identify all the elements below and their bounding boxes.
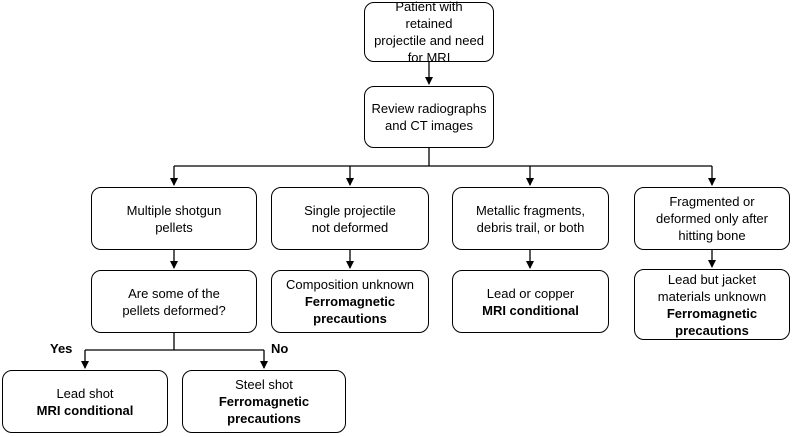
no-label: No bbox=[271, 341, 289, 356]
composition-unknown-node: Composition unknown Ferromagnetic precau… bbox=[271, 270, 429, 333]
fragments-line1: Metallic fragments, bbox=[475, 202, 586, 218]
deformed-line3: hitting bone bbox=[678, 228, 746, 243]
root-line3: for MRI bbox=[407, 50, 451, 65]
single-line1: Single projectile bbox=[304, 202, 396, 218]
question-line2: pellets deformed? bbox=[122, 302, 226, 318]
root-line1: Patient with retained bbox=[395, 0, 463, 31]
steel-shot-line1: Steel shot bbox=[235, 377, 293, 392]
lead-or-copper-node: Lead or copper MRI conditional bbox=[452, 270, 609, 333]
steel-shot-line3: precautions bbox=[227, 411, 301, 426]
pellets-deformed-question-node: Are some of the pellets deformed? bbox=[91, 270, 257, 333]
composition-line3: precautions bbox=[313, 311, 387, 326]
root-line2: projectile and need bbox=[374, 33, 484, 48]
lead-copper-line1: Lead or copper bbox=[486, 285, 575, 301]
steel-shot-node: Steel shot Ferromagnetic precautions bbox=[182, 370, 346, 433]
question-line1: Are some of the bbox=[128, 285, 220, 301]
lead-jacket-line1: Lead but jacket bbox=[667, 271, 757, 287]
review-line2: and CT images bbox=[385, 118, 473, 133]
lead-jacket-line2: materials unknown bbox=[657, 288, 767, 304]
shotgun-line2: pellets bbox=[155, 219, 193, 235]
deformed-line1: Fragmented or bbox=[669, 194, 755, 209]
composition-line1: Composition unknown bbox=[286, 277, 414, 292]
composition-line2: Ferromagnetic bbox=[304, 294, 396, 309]
lead-jacket-line3: Ferromagnetic bbox=[666, 305, 758, 321]
shotgun-line1: Multiple shotgun bbox=[126, 202, 222, 218]
deformed-line2: deformed only after bbox=[655, 211, 768, 226]
lead-shot-node: Lead shot MRI conditional bbox=[2, 370, 168, 433]
fragments-line2: debris trail, or both bbox=[476, 219, 585, 235]
lead-jacket-node: Lead but jacket materials unknown Ferrom… bbox=[634, 269, 790, 340]
single-line2: not deformed bbox=[311, 219, 389, 235]
metallic-fragments-node: Metallic fragments, debris trail, or bot… bbox=[452, 187, 609, 250]
root-node: Patient with retained projectile and nee… bbox=[364, 0, 494, 65]
yes-label: Yes bbox=[50, 341, 73, 356]
review-node: Review radiographs and CT images bbox=[364, 86, 494, 148]
steel-shot-line2: Ferromagnetic bbox=[218, 394, 310, 409]
lead-jacket-line4: precautions bbox=[675, 322, 749, 338]
lead-shot-line1: Lead shot bbox=[56, 385, 114, 401]
review-line1: Review radiographs bbox=[371, 101, 487, 116]
lead-copper-line2: MRI conditional bbox=[482, 302, 579, 318]
lead-shot-line2: MRI conditional bbox=[36, 402, 134, 418]
fragmented-deformed-node: Fragmented or deformed only after hittin… bbox=[634, 187, 790, 250]
single-projectile-node: Single projectile not deformed bbox=[271, 187, 429, 250]
shotgun-pellets-node: Multiple shotgun pellets bbox=[91, 187, 257, 250]
